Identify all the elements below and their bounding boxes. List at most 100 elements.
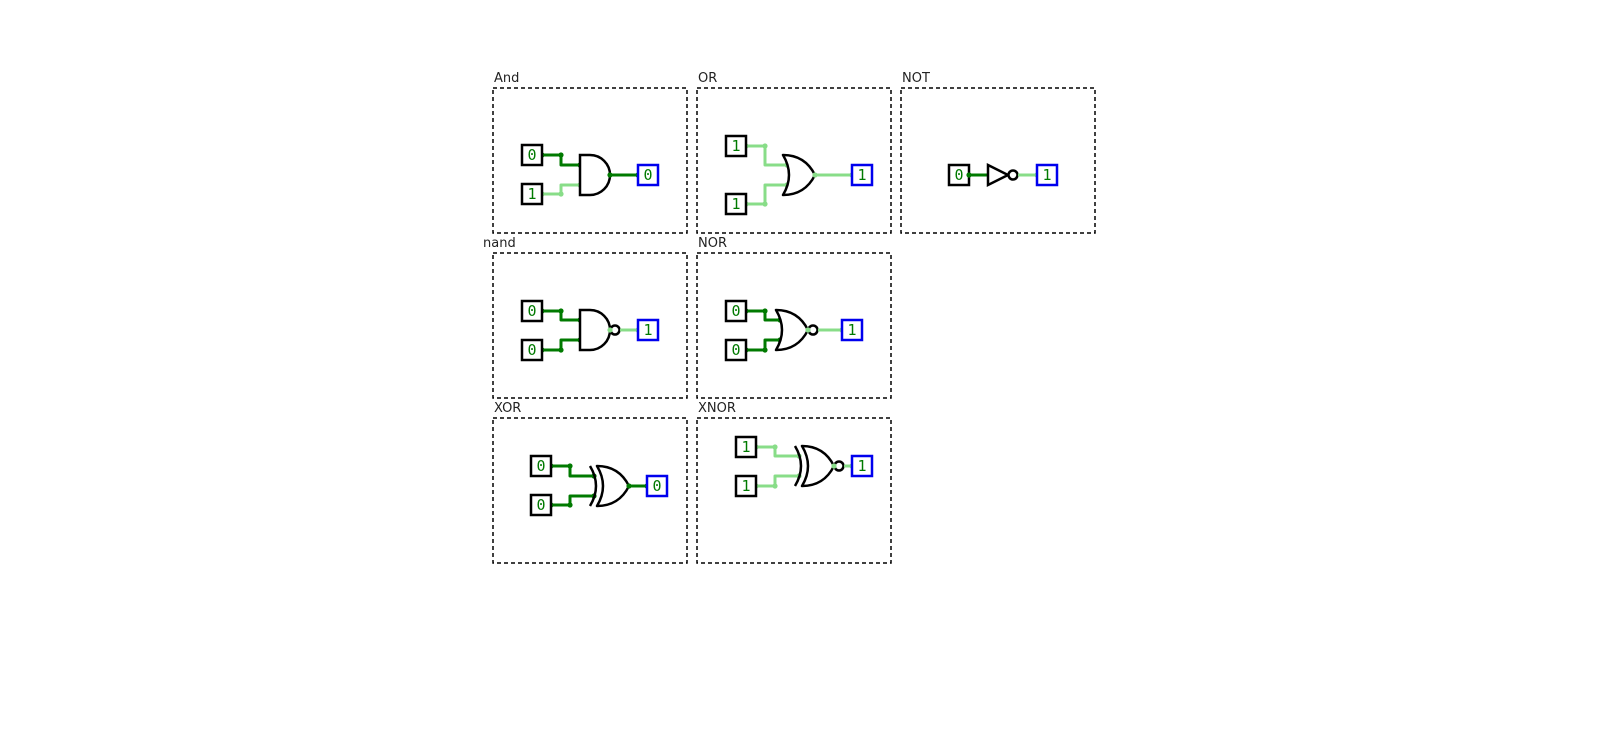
circuit-label: And xyxy=(494,71,519,86)
circuit-label: nand xyxy=(483,236,516,251)
wire xyxy=(746,144,787,167)
wire xyxy=(551,494,594,507)
output-pin[interactable]: 1 xyxy=(840,318,864,342)
nor-gate[interactable] xyxy=(774,308,810,352)
wire-junction xyxy=(762,201,768,207)
output-pin-value: 1 xyxy=(857,166,866,184)
wire-junction xyxy=(966,172,972,178)
input-pin-box xyxy=(529,454,553,478)
not-gate[interactable] xyxy=(986,162,1011,188)
input-pin-value: 0 xyxy=(527,146,536,164)
input-pin-box xyxy=(724,134,748,158)
output-pin[interactable]: 1 xyxy=(1035,163,1059,187)
input-pin-box xyxy=(529,493,553,517)
wire-junction xyxy=(812,172,818,178)
circuit-label: XNOR xyxy=(698,401,736,416)
input-pin-a[interactable]: 0 xyxy=(947,163,971,187)
input-pin-b[interactable]: 0 xyxy=(520,338,544,362)
wire-junction xyxy=(772,444,778,450)
input-pin-a[interactable]: 0 xyxy=(529,454,553,478)
wire-junction xyxy=(772,483,778,489)
wire-junction xyxy=(558,152,564,158)
output-pin[interactable]: 0 xyxy=(636,163,660,187)
nand-gate[interactable] xyxy=(578,308,612,352)
xor-input-arc xyxy=(793,445,803,487)
output-pin-box xyxy=(636,318,660,342)
wire-junction xyxy=(567,502,573,508)
input-pin-box xyxy=(724,299,748,323)
output-pin[interactable]: 1 xyxy=(636,318,660,342)
output-pin-value: 1 xyxy=(643,321,652,339)
wire-junction xyxy=(607,327,613,333)
wire xyxy=(756,474,799,488)
output-pin-value: 1 xyxy=(847,321,856,339)
circuit-label: NOR xyxy=(698,236,727,251)
circuit-nor: NOR 0 0 1 xyxy=(696,236,892,399)
wire xyxy=(746,338,780,352)
circuit-label: NOT xyxy=(902,71,930,86)
input-pin-a[interactable]: 1 xyxy=(734,435,758,459)
input-pin-a[interactable]: 0 xyxy=(724,299,748,323)
wire-junction xyxy=(805,327,811,333)
input-pin-b[interactable]: 1 xyxy=(724,192,748,216)
input-pin-b[interactable]: 1 xyxy=(520,182,544,206)
circuit-frame xyxy=(492,252,688,399)
input-pin-value: 0 xyxy=(536,457,545,475)
input-pin-box xyxy=(520,182,544,206)
input-pin-value: 1 xyxy=(527,185,536,203)
output-pin[interactable]: 1 xyxy=(850,454,874,478)
circuit-and: And 0 1 0 xyxy=(492,71,688,234)
input-pin-a[interactable]: 1 xyxy=(724,134,748,158)
circuit-label: XOR xyxy=(494,401,521,416)
circuit-label: OR xyxy=(698,71,717,86)
input-pin-box xyxy=(734,435,758,459)
input-pin-value: 1 xyxy=(731,137,740,155)
wire xyxy=(746,183,787,206)
circuit-xor: XOR 0 0 0 xyxy=(492,401,688,564)
input-pin-box xyxy=(520,338,544,362)
output-pin-box xyxy=(1035,163,1059,187)
wire xyxy=(756,445,799,458)
circuit-nand: nand 0 0 1 xyxy=(483,236,688,399)
input-pin-value: 0 xyxy=(527,302,536,320)
input-pin-b[interactable]: 0 xyxy=(529,493,553,517)
input-pin-value: 1 xyxy=(731,195,740,213)
input-pin-value: 0 xyxy=(527,341,536,359)
xor-gate[interactable] xyxy=(595,464,631,508)
input-pin-b[interactable]: 0 xyxy=(724,338,748,362)
xnor-gate[interactable] xyxy=(800,444,836,488)
output-pin-value: 0 xyxy=(652,477,661,495)
circuit-not: NOT 0 1 xyxy=(900,71,1096,234)
circuit-frame xyxy=(696,87,892,234)
input-pin-b[interactable]: 1 xyxy=(734,474,758,498)
wire xyxy=(542,338,580,352)
wire-junction xyxy=(626,483,632,489)
or-gate[interactable] xyxy=(781,153,817,197)
output-pin[interactable]: 1 xyxy=(850,163,874,187)
and-gate[interactable] xyxy=(578,153,612,197)
input-pin-box xyxy=(724,192,748,216)
input-pin-value: 0 xyxy=(731,302,740,320)
input-pin-value: 1 xyxy=(741,438,750,456)
circuit-or: OR 1 1 1 xyxy=(696,71,892,234)
input-pin-a[interactable]: 0 xyxy=(520,299,544,323)
output-pin-box xyxy=(850,163,874,187)
circuit-frame xyxy=(696,252,892,399)
xor-input-arc xyxy=(588,465,598,507)
output-pin-value: 0 xyxy=(643,166,652,184)
wire-junction xyxy=(558,308,564,314)
output-pin-value: 1 xyxy=(1042,166,1051,184)
inversion-bubble xyxy=(1007,169,1019,181)
wire xyxy=(542,309,580,322)
wire xyxy=(746,309,780,322)
input-pin-a[interactable]: 0 xyxy=(520,143,544,167)
circuit-frame xyxy=(492,87,688,234)
wire-junction xyxy=(558,191,564,197)
input-pin-box xyxy=(734,474,758,498)
wire-junction xyxy=(762,143,768,149)
wire-junction xyxy=(831,463,837,469)
output-pin[interactable]: 0 xyxy=(645,474,669,498)
output-pin-box xyxy=(645,474,669,498)
wire xyxy=(542,183,580,196)
